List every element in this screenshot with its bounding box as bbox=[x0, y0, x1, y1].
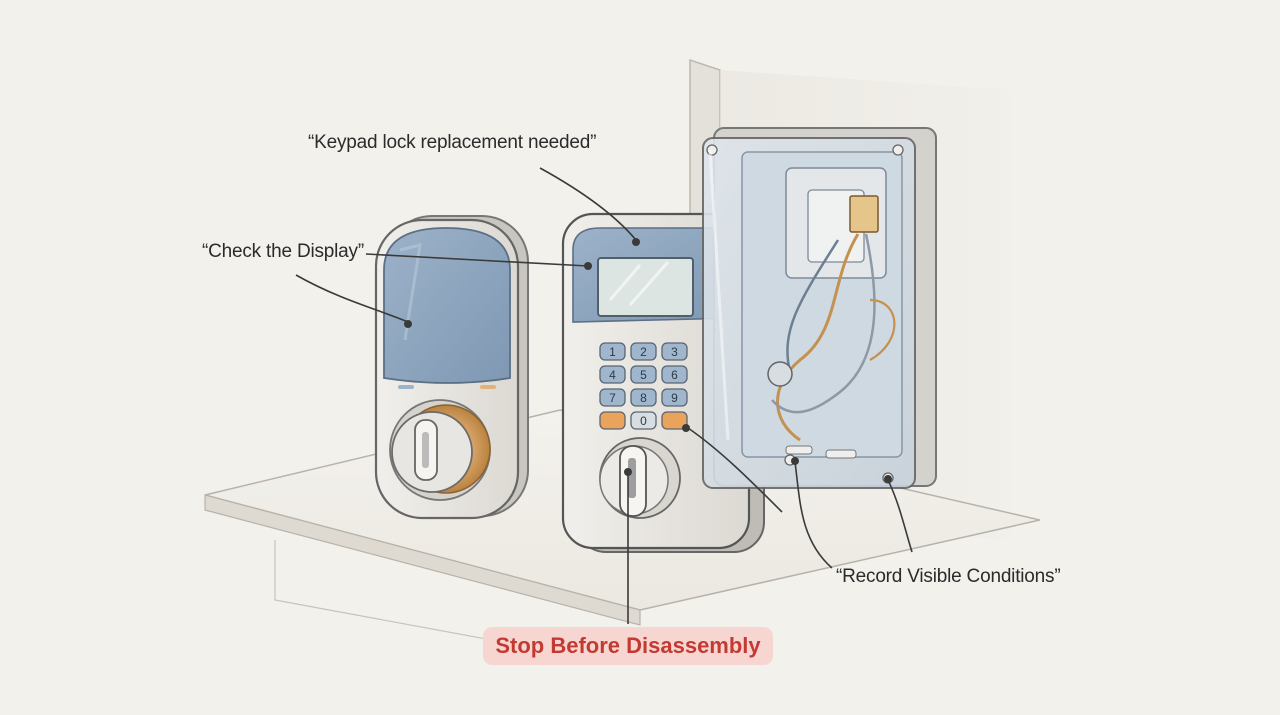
callout-check-display: “Check the Display” bbox=[202, 241, 364, 262]
keypad-key-label: 6 bbox=[671, 368, 678, 382]
keypad-key-label: 5 bbox=[640, 368, 647, 382]
callout-leaders bbox=[295, 167, 913, 624]
callout-record-conditions: “Record Visible Conditions” bbox=[836, 566, 1061, 587]
leader-display-dot bbox=[584, 262, 592, 270]
leader-display bbox=[365, 253, 589, 267]
leader-record-1-dot bbox=[682, 424, 690, 432]
stop-badge: Stop Before Disassembly bbox=[483, 627, 773, 665]
keypad-key-label: 3 bbox=[671, 345, 678, 359]
leader-record-3-dot bbox=[884, 475, 892, 483]
keypad-grid: 1 2 3 4 5 6 7 8 9 0 bbox=[599, 342, 688, 430]
leader-display-2 bbox=[295, 274, 409, 323]
keypad-key-hash bbox=[661, 411, 688, 430]
leader-record-2-dot bbox=[791, 457, 799, 465]
keypad-key: 3 bbox=[661, 342, 688, 361]
keypad-key-label: 0 bbox=[640, 414, 647, 428]
stop-badge-label: Stop Before Disassembly bbox=[495, 633, 761, 658]
leader-record-1 bbox=[687, 427, 783, 513]
keypad-key-label: 4 bbox=[609, 368, 616, 382]
keypad-key-star bbox=[599, 411, 626, 430]
keypad-key: 2 bbox=[630, 342, 657, 361]
keypad-key: 7 bbox=[599, 388, 626, 407]
keypad-key: 4 bbox=[599, 365, 626, 384]
keypad-key-label: 8 bbox=[640, 391, 647, 405]
leader-keypad-dot bbox=[632, 238, 640, 246]
keypad-key: 1 bbox=[599, 342, 626, 361]
leader-record-3 bbox=[887, 479, 913, 553]
keypad-key-label: 9 bbox=[671, 391, 678, 405]
keypad-key: 0 bbox=[630, 411, 657, 430]
keypad-key-label: 1 bbox=[609, 345, 616, 359]
leader-keypad bbox=[539, 167, 637, 241]
leader-record-2 bbox=[794, 461, 833, 569]
deadbolt-lock bbox=[374, 215, 529, 520]
keypad-key: 6 bbox=[661, 365, 688, 384]
keypad-key-label: 7 bbox=[609, 391, 616, 405]
leader-stop-dot bbox=[624, 468, 632, 476]
wiring-box bbox=[702, 127, 937, 489]
keypad-key: 9 bbox=[661, 388, 688, 407]
callout-keypad-replacement: “Keypad lock replacement needed” bbox=[308, 132, 597, 153]
keypad-key: 8 bbox=[630, 388, 657, 407]
keypad-key-label: 2 bbox=[640, 345, 647, 359]
keypad-key: 5 bbox=[630, 365, 657, 384]
leader-display-2-dot bbox=[404, 320, 412, 328]
